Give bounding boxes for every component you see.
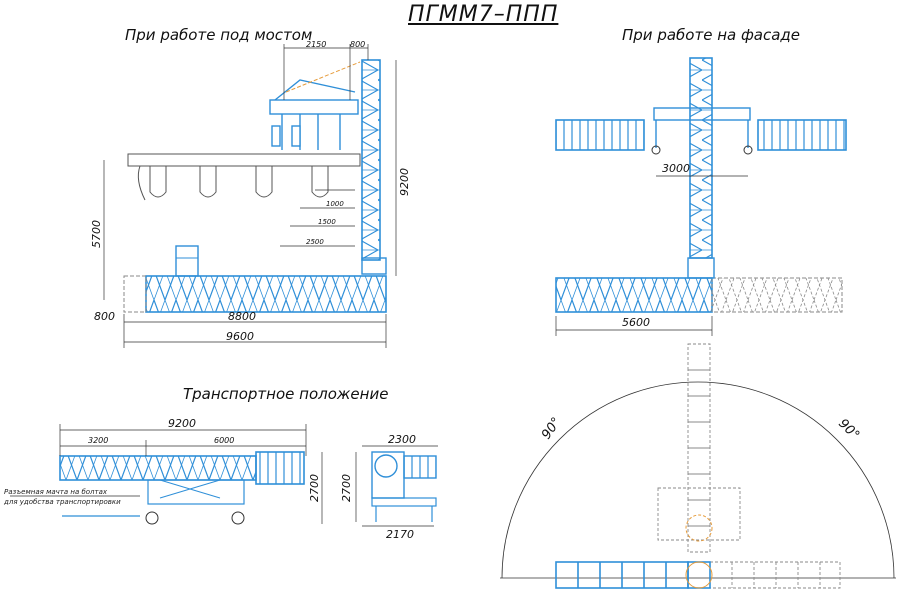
transport-view-label: Транспортное положение <box>183 385 389 403</box>
facade-right-rail <box>757 119 847 151</box>
dim-total-len: 9600 <box>226 330 254 343</box>
facade-wheel-left <box>651 145 661 155</box>
rotation-view: 90° 90° <box>500 343 896 589</box>
dim-height-total: 9200 <box>398 168 411 196</box>
facade-bottom-truss <box>555 277 713 313</box>
note-line-1: Разъемная мачта на болтах <box>4 488 108 496</box>
note-line-2: для удобства транспортировки <box>3 498 121 506</box>
vertical-mast <box>361 59 381 261</box>
dim-transport-b: 6000 <box>214 436 234 445</box>
dim-reach-2500: 2500 <box>306 238 324 246</box>
pivot-circle <box>685 561 713 589</box>
facade-view-label: При работе на фасаде <box>622 26 801 44</box>
dim-height-lower: 5700 <box>90 220 103 248</box>
dim-side-bottom: 2170 <box>386 528 414 541</box>
rotation-arc <box>501 381 895 579</box>
facade-wheel-right <box>743 145 753 155</box>
transport-truss <box>59 455 257 481</box>
counterweight-box <box>175 245 199 277</box>
upper-platform <box>269 79 359 150</box>
side-gondola <box>403 455 437 479</box>
dim-transport-a: 3200 <box>88 436 108 445</box>
dim-left-overhang: 800 <box>94 310 115 323</box>
bridge-deck <box>127 153 361 201</box>
dim-facade-len: 5600 <box>622 316 650 329</box>
dashed-vertical-stack <box>657 343 841 589</box>
overhang-dashed <box>123 275 147 313</box>
dim-top-offset: 800 <box>350 40 365 49</box>
reach-arc-line <box>285 61 361 93</box>
mast-base <box>361 257 387 275</box>
facade-view: 3000 5600 <box>555 57 847 336</box>
facade-mast-base <box>687 257 715 279</box>
transport-wheel-left <box>145 511 159 525</box>
rotation-right-label: 90° <box>835 416 862 443</box>
dim-reach-1000: 1000 <box>326 200 344 208</box>
dim-transport-height: 2700 <box>308 474 321 502</box>
dim-transport-len: 9200 <box>168 417 196 430</box>
dim-top-width: 2150 <box>306 40 326 49</box>
rotation-blue-arm <box>555 561 711 589</box>
bottom-truss <box>145 275 387 313</box>
side-hub <box>374 454 398 478</box>
transport-wheel-right <box>231 511 245 525</box>
facade-dashed-truss <box>711 277 843 313</box>
facade-left-rail <box>555 119 645 151</box>
dim-side-height: 2700 <box>340 474 353 502</box>
transport-gondola <box>255 451 305 485</box>
dim-facade-gap: 3000 <box>662 162 690 175</box>
transport-chassis <box>147 479 245 505</box>
bridge-view: 2150 800 9200 5700 1000 1500 2500 800 88… <box>90 40 411 348</box>
transport-view: 9200 3200 6000 2700 Разъемная мачта на б… <box>3 417 438 541</box>
dim-platform-len: 8800 <box>228 310 256 323</box>
drawing-title: ПГММ7–ППП <box>408 2 559 27</box>
dim-side-top: 2300 <box>388 433 416 446</box>
side-base <box>371 497 437 507</box>
dim-reach-1500: 1500 <box>318 218 336 226</box>
facade-mast <box>689 57 713 259</box>
bridge-view-label: При работе под мостом <box>125 26 313 44</box>
